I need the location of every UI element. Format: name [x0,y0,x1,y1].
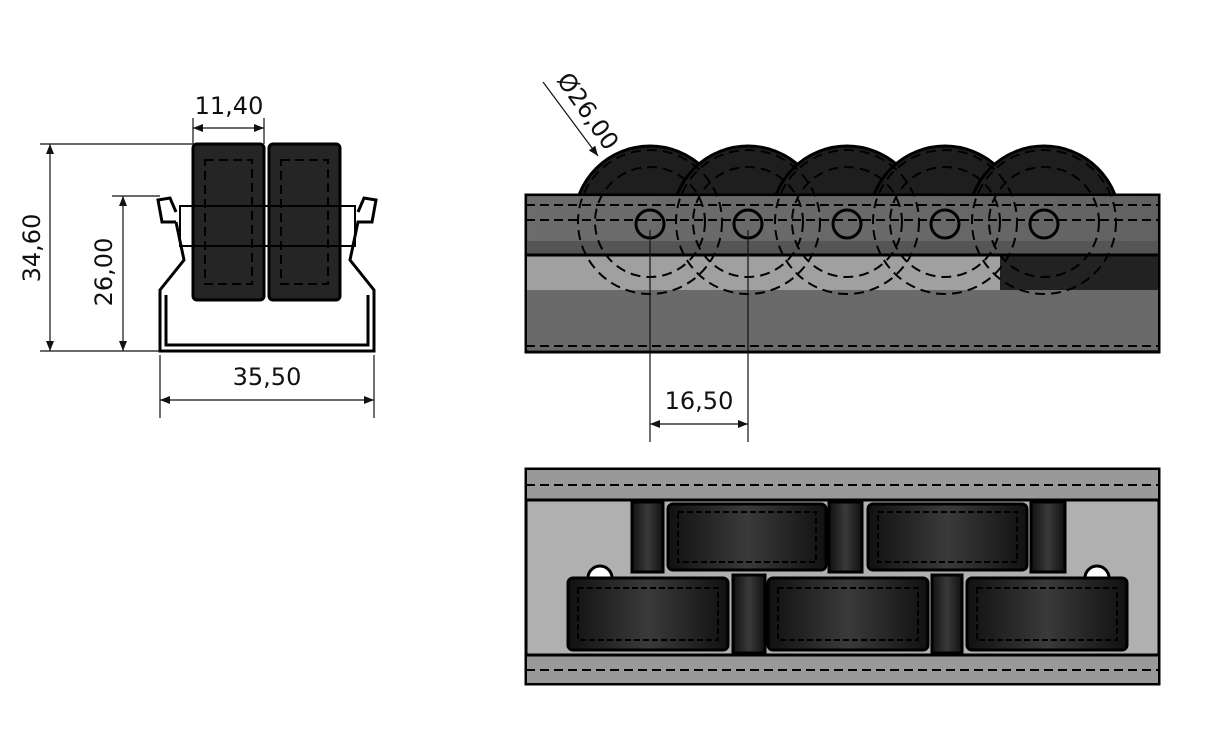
end-view-dimensions: 11,40 34,60 26,00 35,50 [18,92,375,418]
axle-block [630,500,665,574]
axle-block [1029,500,1067,574]
dim-roller-pitch: 16,50 [665,387,734,415]
dim-overall-width: 35,50 [233,363,302,391]
mount-hole [586,564,614,580]
dim-roller-width: 11,40 [195,92,264,120]
roller-left [191,142,266,302]
roller-top [766,576,930,652]
axle-block [930,573,964,655]
roller-top [866,502,1029,572]
frame-bracket [156,196,378,353]
end-view [156,142,378,353]
roller-right [267,142,342,302]
dim-frame-height: 26,00 [90,238,118,307]
roller-top [566,576,730,652]
mount-hole [1083,564,1111,580]
top-view [524,467,1161,686]
roller-top [666,502,828,572]
dim-overall-height: 34,60 [18,214,46,283]
roller-top [965,576,1129,652]
side-view [524,144,1161,354]
axle-block [731,573,767,655]
axle-block [827,500,864,574]
